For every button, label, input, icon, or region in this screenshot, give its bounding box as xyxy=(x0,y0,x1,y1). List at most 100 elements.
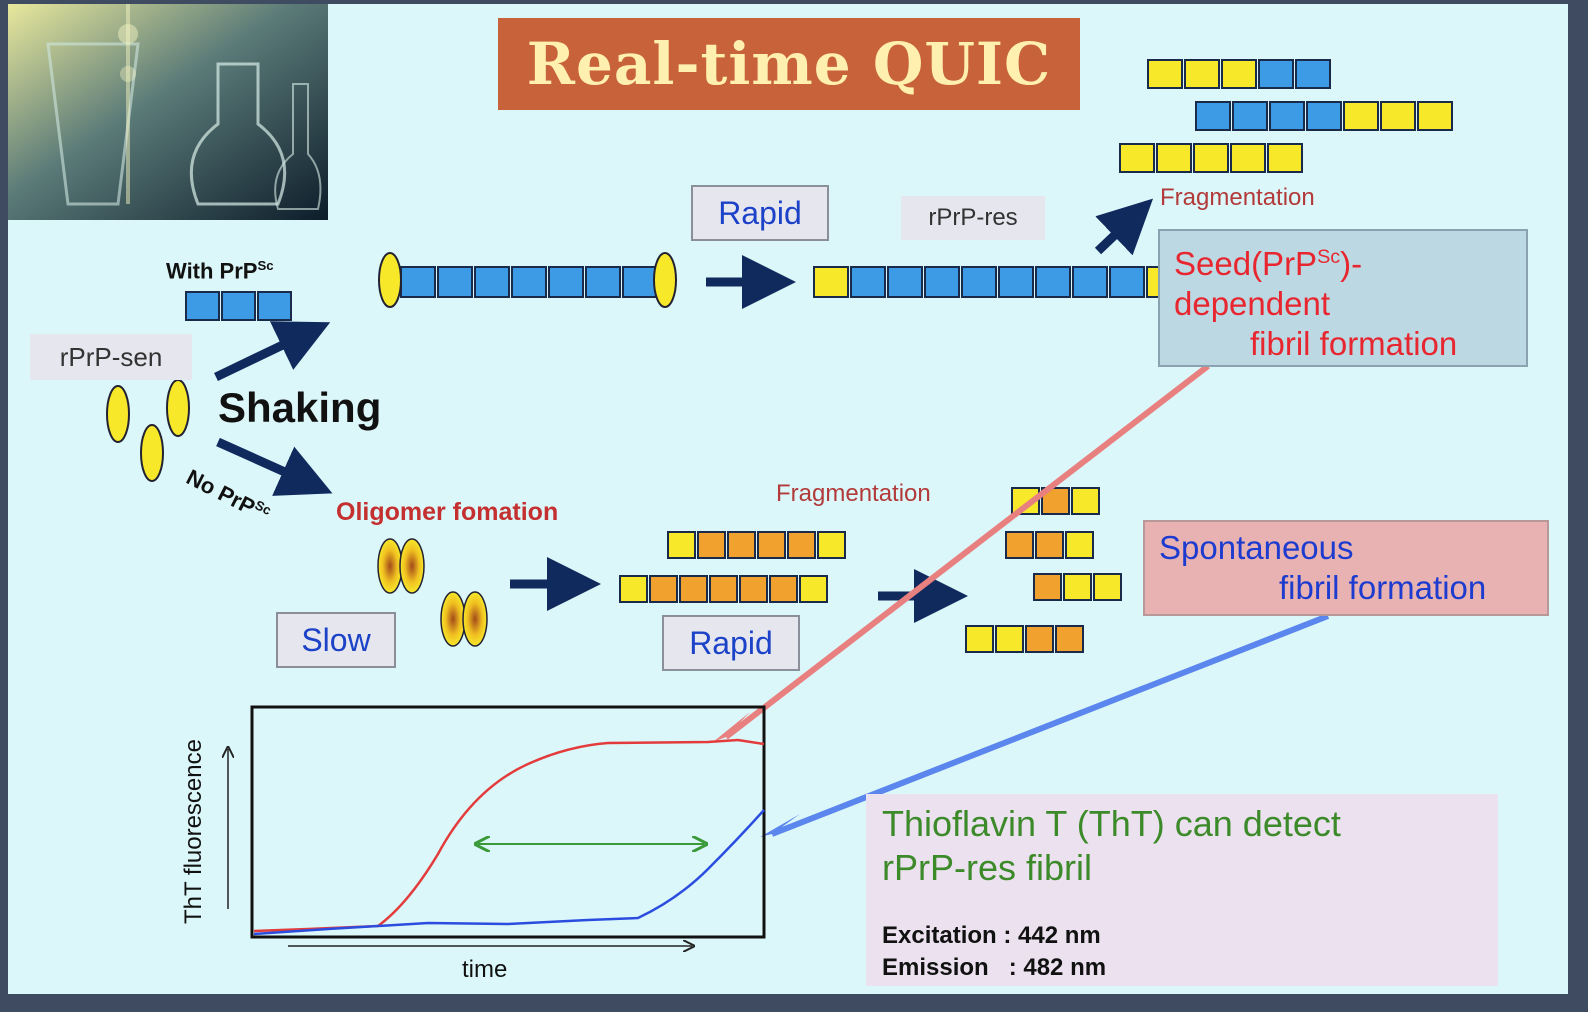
rprp-res-block xyxy=(1109,266,1145,298)
fragments-bottom xyxy=(965,487,1122,653)
frag-a-block xyxy=(1147,59,1183,89)
tht-line2: rPrP-res fibril xyxy=(882,847,1093,888)
rprp-res-block xyxy=(813,266,849,298)
rprp-res-block xyxy=(850,266,886,298)
fib-b-block xyxy=(799,575,828,603)
fibril-block xyxy=(548,266,584,298)
frag-b-block xyxy=(1417,101,1453,131)
monomer-2 xyxy=(166,379,190,437)
rprp-res-label: rPrP-res xyxy=(901,196,1045,240)
fib-b-block xyxy=(769,575,798,603)
fib-a-block xyxy=(697,531,726,559)
fib-a-block xyxy=(817,531,846,559)
title-banner: Real-time QUIC xyxy=(498,18,1080,110)
fibril-block xyxy=(585,266,621,298)
emission-text: Emission : 482 nm xyxy=(882,954,1107,981)
arrow-fragmentation-top xyxy=(1094,198,1154,256)
rprp-res-block xyxy=(1072,266,1108,298)
frag-f-block xyxy=(1063,573,1092,601)
frag-g-block xyxy=(995,625,1024,653)
seeded-fibril xyxy=(378,252,677,308)
slide: Real-time QUIC xyxy=(8,4,1568,994)
rprp-res-block xyxy=(887,266,923,298)
frag-b-block xyxy=(1232,101,1268,131)
frag-b-block xyxy=(1269,101,1305,131)
rprp-res-block xyxy=(998,266,1034,298)
monomer-3 xyxy=(140,424,164,482)
shaking-label: Shaking xyxy=(218,384,382,431)
frag-d-block xyxy=(1071,487,1100,515)
with-prpsc-label: With PrPSc xyxy=(166,258,274,284)
fibril-block xyxy=(474,266,510,298)
rprp-res-block xyxy=(924,266,960,298)
rprp-sen-label: rPrP-sen xyxy=(30,334,192,380)
fibril-end-cap xyxy=(378,252,402,308)
frag-b-block xyxy=(1380,101,1416,131)
rprp-res-block xyxy=(1035,266,1071,298)
fib-b-block xyxy=(709,575,738,603)
seed-line1: Seed(PrPSc)- xyxy=(1174,245,1363,282)
frag-a-block xyxy=(1295,59,1331,89)
slow-label: Slow xyxy=(276,612,396,668)
fib-b-block xyxy=(679,575,708,603)
frag-a-block xyxy=(1184,59,1220,89)
seed-line3: fibril formation xyxy=(1250,325,1458,362)
fib-b-block xyxy=(649,575,678,603)
pointer-spontaneous xyxy=(770,613,1330,837)
pointer-seeded xyxy=(724,363,1210,740)
fib-a-block xyxy=(727,531,756,559)
rapid-label-bottom: Rapid xyxy=(662,615,800,671)
title: Real-time QUIC xyxy=(526,30,1052,98)
spontaneous-box: Spontaneous fibril formation xyxy=(1143,520,1549,616)
fibril-block xyxy=(511,266,547,298)
oligomer-label: Oligomer fomation xyxy=(336,498,559,526)
fib-a-block xyxy=(667,531,696,559)
curve-spontaneous xyxy=(253,809,765,936)
frag-g-block xyxy=(1025,625,1054,653)
frag-b-block xyxy=(1343,101,1379,131)
spont-line1: Spontaneous xyxy=(1159,529,1354,566)
oligomer-2 xyxy=(440,591,488,647)
excitation-text: Excitation : 442 nm xyxy=(882,922,1101,949)
fib-b-block xyxy=(739,575,768,603)
fib-b-block xyxy=(619,575,648,603)
fibril-end-cap xyxy=(653,252,677,308)
frag-c-block xyxy=(1230,143,1266,173)
oligomer-1 xyxy=(377,538,425,594)
curve-seeded xyxy=(253,738,765,933)
seed-dependent-box: Seed(PrPSc)- dependent fibril formation xyxy=(1158,229,1528,367)
spont-line2: fibril formation xyxy=(1279,569,1487,606)
lab-glassware-image xyxy=(8,4,328,220)
frag-e-block xyxy=(1005,531,1034,559)
fibril-block xyxy=(400,266,436,298)
graph-ylabel: ThT fluorescence xyxy=(180,739,207,924)
frag-a-block xyxy=(1221,59,1257,89)
monomer-1 xyxy=(106,385,130,443)
fragmentation-label-top: Fragmentation xyxy=(1160,184,1315,211)
rprp-res-fibril xyxy=(813,266,1182,298)
rapid-label-top: Rapid xyxy=(691,185,829,241)
seed-line2: dependent xyxy=(1174,285,1330,322)
arrow-with-prpsc xyxy=(214,321,331,382)
fib-a-block xyxy=(757,531,786,559)
tht-line1: Thioflavin T (ThT) can detect xyxy=(882,803,1341,844)
fib-a-block xyxy=(787,531,816,559)
rprp-res-block xyxy=(961,266,997,298)
frag-c-block xyxy=(1156,143,1192,173)
frag-c-block xyxy=(1267,143,1303,173)
frag-b-block xyxy=(1306,101,1342,131)
frag-c-block xyxy=(1119,143,1155,173)
frag-e-block xyxy=(1065,531,1094,559)
fibril-block xyxy=(437,266,473,298)
tht-box: Thioflavin T (ThT) can detect rPrP-res f… xyxy=(866,794,1498,986)
prpsc-seed xyxy=(185,291,292,321)
graph-xlabel: time xyxy=(462,956,508,983)
frag-g-block xyxy=(1055,625,1084,653)
arrow-no-prpsc xyxy=(216,437,333,496)
fragments-top xyxy=(1119,59,1453,173)
fibril-block xyxy=(622,266,658,298)
graph-frame xyxy=(250,705,766,939)
spontaneous-fibrils xyxy=(619,531,846,603)
seed-block xyxy=(185,291,220,321)
frag-b-block xyxy=(1195,101,1231,131)
